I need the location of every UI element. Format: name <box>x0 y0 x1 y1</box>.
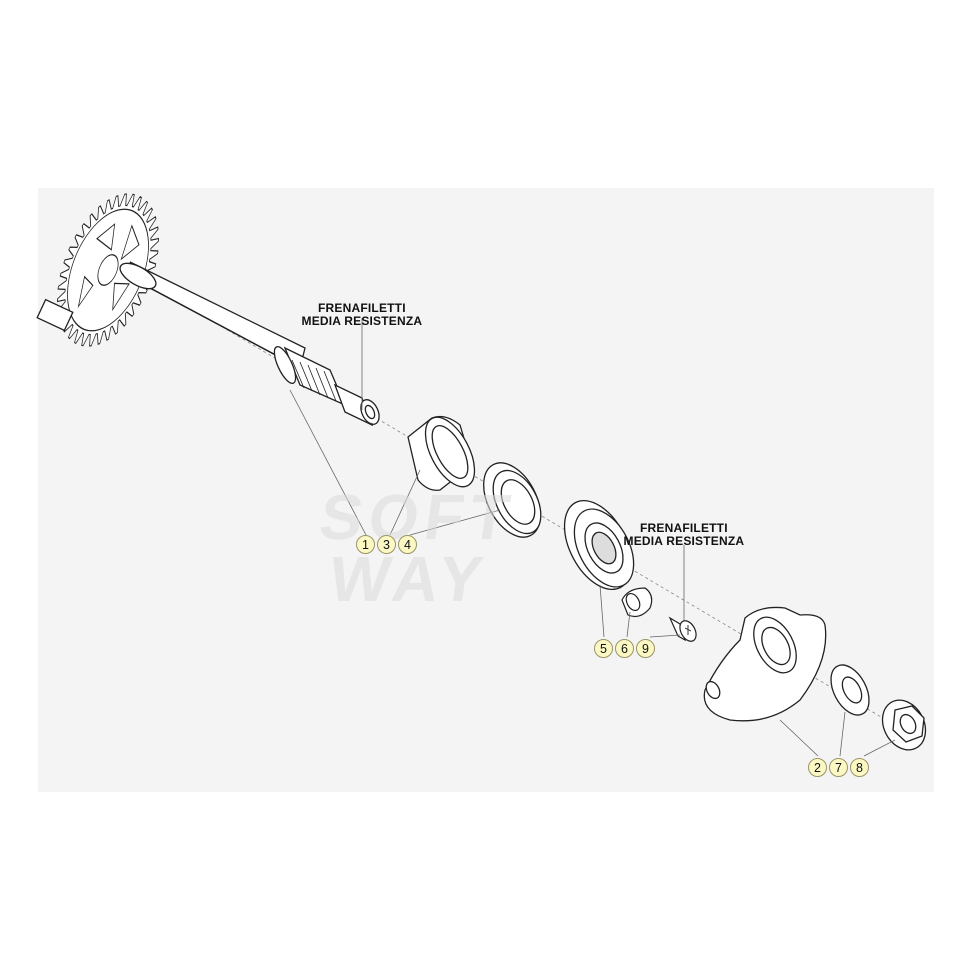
part-number-badge[interactable]: 4 <box>398 535 417 554</box>
part-number-badge[interactable]: 9 <box>636 639 655 658</box>
callout-group-a: 1 3 4 <box>356 535 417 554</box>
part-number-badge[interactable]: 5 <box>594 639 613 658</box>
crank-lever <box>703 606 827 722</box>
watermark-line2: WAY <box>324 543 493 615</box>
tab-washer <box>621 587 653 618</box>
part-number-badge[interactable]: 1 <box>356 535 375 554</box>
note-1-line2: MEDIA RESISTENZA <box>301 314 423 328</box>
bushing <box>407 415 476 491</box>
shaft <box>119 261 380 427</box>
flange-nut <box>881 699 927 751</box>
part-number-badge[interactable]: 8 <box>850 758 869 777</box>
gear <box>36 193 160 347</box>
screw <box>668 616 697 642</box>
part-number-badge[interactable]: 2 <box>808 758 827 777</box>
note-2-line2: MEDIA RESISTENZA <box>623 534 745 548</box>
part-number-badge[interactable]: 7 <box>829 758 848 777</box>
part-number-badge[interactable]: 6 <box>615 639 634 658</box>
part-number-badge[interactable]: 3 <box>377 535 396 554</box>
seal-ring <box>483 462 542 538</box>
note-2-line1: FRENAFILETTI <box>640 521 728 535</box>
callout-group-c: 2 7 8 <box>808 758 869 777</box>
flat-washer <box>830 664 870 716</box>
ball-bearing <box>563 499 635 591</box>
watermark-line1: SOFT <box>315 481 521 553</box>
threadlocker-note-2: FRENAFILETTI MEDIA RESISTENZA <box>624 522 745 548</box>
note-1-line1: FRENAFILETTI <box>318 301 406 315</box>
leader-lines <box>289 318 896 757</box>
threadlocker-note-1: FRENAFILETTI MEDIA RESISTENZA <box>302 302 423 328</box>
callout-group-b: 5 6 9 <box>594 639 655 658</box>
